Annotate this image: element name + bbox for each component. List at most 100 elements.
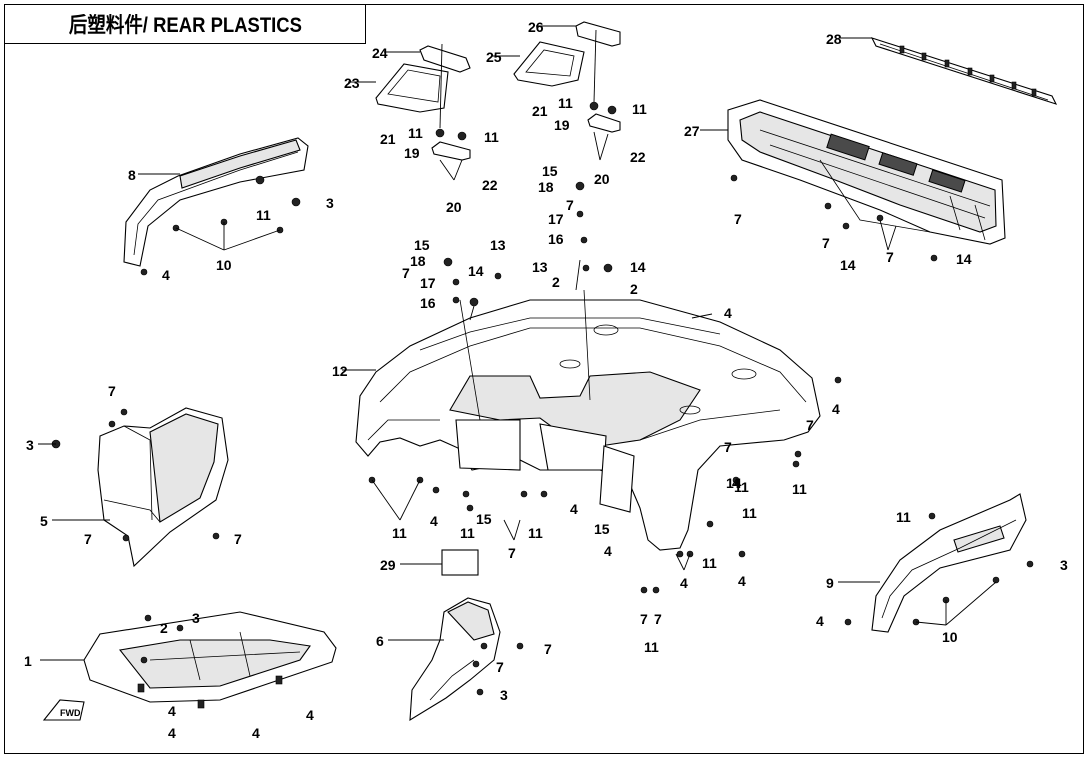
callout-24: 24 (372, 45, 388, 61)
callout-14: 14 (630, 259, 646, 275)
callout-7: 7 (822, 235, 830, 251)
callout-3: 3 (1060, 557, 1068, 573)
callout-7: 7 (108, 383, 116, 399)
callout-15: 15 (542, 163, 558, 179)
callout-11: 11 (558, 95, 573, 111)
callout-11: 11 (702, 555, 717, 571)
callout-13: 13 (532, 259, 548, 275)
callout-8: 8 (128, 167, 136, 183)
callout-7: 7 (806, 417, 814, 433)
callout-14: 14 (726, 475, 742, 491)
part-8-left-rail (123, 137, 309, 267)
callout-12: 12 (332, 363, 348, 379)
callout-17: 17 (420, 275, 436, 291)
callout-11: 11 (484, 129, 499, 145)
callout-27: 27 (684, 123, 700, 139)
fasteners (51, 101, 1034, 696)
part-29-decal (441, 549, 479, 576)
callout-26: 26 (528, 19, 544, 35)
part-25-right-lid (513, 41, 585, 87)
callout-7: 7 (508, 545, 516, 561)
callout-4: 4 (168, 725, 176, 741)
callout-4: 4 (168, 703, 176, 719)
callout-18: 18 (538, 179, 554, 195)
callout-labels: 1 2 2 2 3 3 3 3 3 4 4 4 4 4 4 4 4 4 4 4 … (24, 19, 1068, 741)
callout-9: 9 (826, 575, 834, 591)
callout-19: 19 (554, 117, 570, 133)
title-box: 后塑料件/ REAR PLASTICS (4, 4, 366, 44)
part-19-right-latch (587, 113, 621, 133)
callout-7: 7 (724, 439, 732, 455)
callout-4: 4 (832, 401, 840, 417)
callout-4: 4 (816, 613, 824, 629)
callout-3: 3 (26, 437, 34, 453)
callout-5: 5 (40, 513, 48, 529)
callout-4: 4 (604, 543, 612, 559)
callout-15: 15 (476, 511, 492, 527)
callout-7: 7 (640, 611, 648, 627)
callout-6: 6 (376, 633, 384, 649)
callout-10: 10 (216, 257, 232, 273)
callout-7: 7 (402, 265, 410, 281)
callout-11: 11 (528, 525, 543, 541)
page-title: 后塑料件/ REAR PLASTICS (68, 14, 302, 37)
callout-1: 1 (24, 653, 32, 669)
callout-4: 4 (306, 707, 314, 723)
callout-7: 7 (234, 531, 242, 547)
callout-15: 15 (414, 237, 430, 253)
callout-4: 4 (252, 725, 260, 741)
callout-7: 7 (544, 641, 552, 657)
callout-2: 2 (630, 281, 638, 297)
callout-20: 20 (594, 171, 610, 187)
callout-16: 16 (548, 231, 564, 247)
callout-3: 3 (500, 687, 508, 703)
front-direction-arrow-icon: FWD (42, 699, 85, 721)
callout-7: 7 (886, 249, 894, 265)
callout-10: 10 (942, 629, 958, 645)
callout-11: 11 (392, 525, 407, 541)
callout-17: 17 (548, 211, 564, 227)
callout-4: 4 (162, 267, 170, 283)
part-9-right-rail (871, 493, 1027, 633)
part-5-left-mudguard (97, 407, 229, 568)
callout-11: 11 (632, 101, 647, 117)
callout-25: 25 (486, 49, 502, 65)
callout-22: 22 (482, 177, 498, 193)
callout-14: 14 (840, 257, 856, 273)
callout-4: 4 (570, 501, 578, 517)
callout-14: 14 (468, 263, 484, 279)
callout-11: 11 (256, 207, 271, 223)
callout-28: 28 (826, 31, 842, 47)
callout-19: 19 (404, 145, 420, 161)
part-28-rail-strip (870, 37, 1058, 105)
part-1-base-tray (83, 611, 337, 709)
part-26-right-lid-hinge (575, 21, 621, 47)
part-27-rear-rack (727, 99, 1006, 245)
callout-16: 16 (420, 295, 436, 311)
callout-15: 15 (594, 521, 610, 537)
callout-22: 22 (630, 149, 646, 165)
callout-3: 3 (326, 195, 334, 211)
callout-7: 7 (84, 531, 92, 547)
callout-11: 11 (742, 505, 757, 521)
callout-21: 21 (380, 131, 396, 147)
callout-13: 13 (490, 237, 506, 253)
part-19-left-latch (431, 141, 471, 161)
part-23-left-lid (375, 63, 449, 113)
callout-11: 11 (644, 639, 659, 655)
part-12-rear-fender (355, 289, 821, 551)
callout-23: 23 (344, 75, 360, 91)
callout-4: 4 (738, 573, 746, 589)
callout-4: 4 (430, 513, 438, 529)
callout-7: 7 (654, 611, 662, 627)
part-24-left-lid-hinge (419, 45, 471, 73)
callout-11: 11 (408, 125, 423, 141)
callout-14: 14 (956, 251, 972, 267)
callout-11: 11 (896, 509, 911, 525)
svg-text:FWD: FWD (60, 708, 81, 718)
callout-7: 7 (496, 659, 504, 675)
callout-11: 11 (792, 481, 807, 497)
callout-4: 4 (732, 475, 740, 491)
callout-4: 4 (724, 305, 732, 321)
